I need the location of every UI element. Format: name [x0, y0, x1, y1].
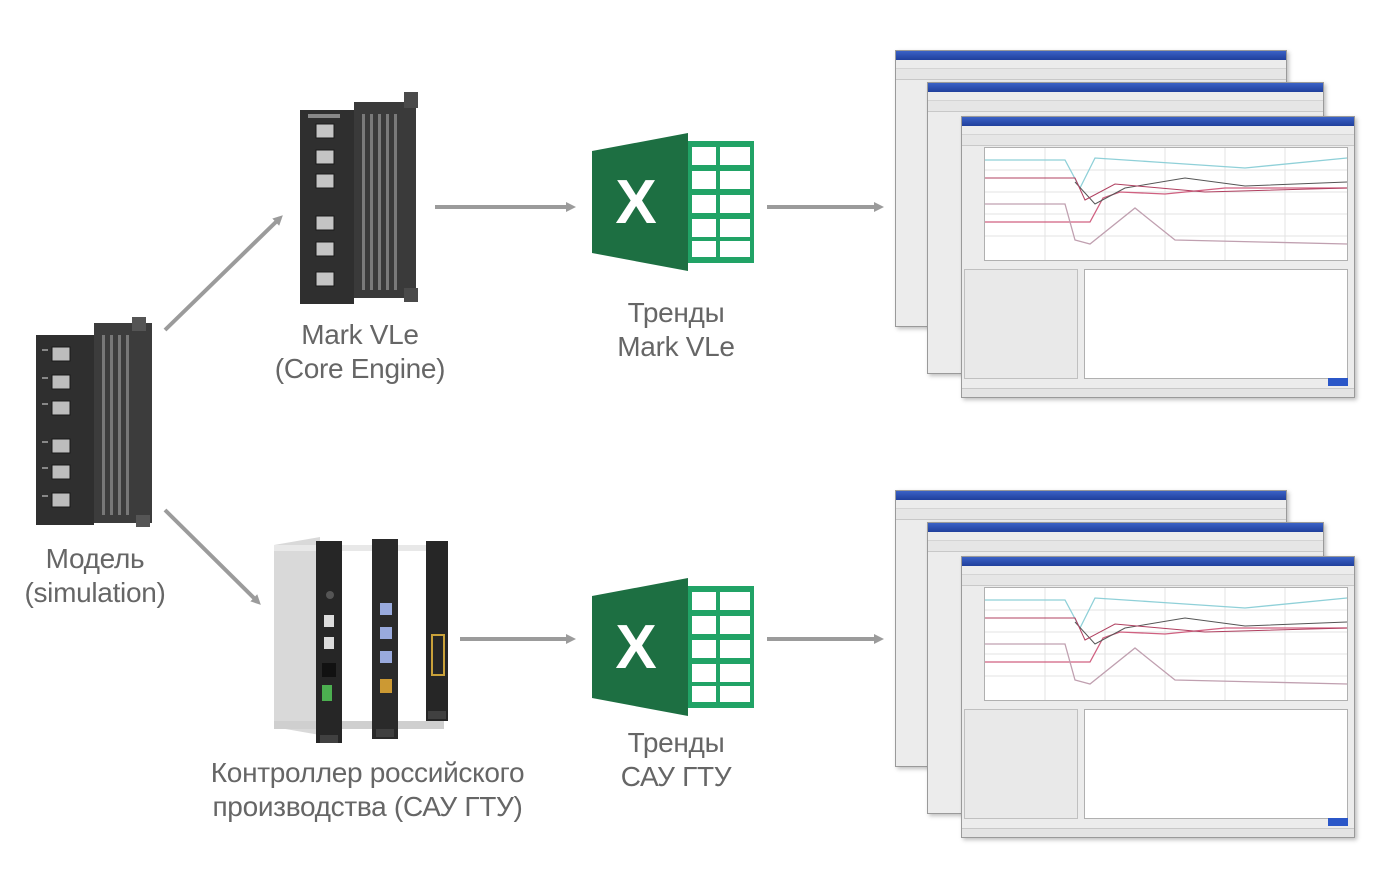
model-label: Модель (simulation): [15, 542, 175, 610]
trend-window-stack-top: [895, 50, 1365, 400]
mark-vle-device-icon: [300, 92, 418, 304]
controller-label-line2: производства (САУ ГТУ): [212, 791, 523, 822]
model-device-icon: [36, 317, 152, 527]
excel-x-glyph: X: [615, 168, 656, 237]
model-label-line2: (simulation): [24, 577, 166, 608]
excel-bottom-label-line1: Тренды: [627, 727, 725, 758]
trend-window: [961, 116, 1355, 398]
excel-icon: X: [592, 578, 754, 716]
controller-label-line1: Контроллер российского: [210, 757, 525, 788]
mark-vle-label-line2: (Core Engine): [274, 353, 446, 384]
arrow-model-to-controller: [163, 508, 261, 605]
excel-icon: X: [592, 133, 754, 271]
excel-bottom-label: Тренды САУ ГТУ: [596, 726, 756, 794]
excel-bottom-label-line2: САУ ГТУ: [620, 761, 732, 792]
arrow-model-to-markvle: [163, 215, 283, 332]
model-label-line1: Модель: [45, 543, 145, 574]
mark-vle-label-line1: Mark VLe: [301, 319, 419, 350]
excel-top-label: Тренды Mark VLe: [596, 296, 756, 364]
mark-vle-label: Mark VLe (Core Engine): [250, 318, 470, 386]
excel-x-glyph: X: [615, 613, 656, 682]
trend-window: [961, 556, 1355, 838]
excel-top-label-line2: Mark VLe: [617, 331, 735, 362]
trend-window-stack-bottom: [895, 490, 1365, 840]
controller-rack-icon: [274, 537, 448, 743]
excel-top-label-line1: Тренды: [627, 297, 725, 328]
controller-label: Контроллер российского производства (САУ…: [190, 756, 545, 824]
